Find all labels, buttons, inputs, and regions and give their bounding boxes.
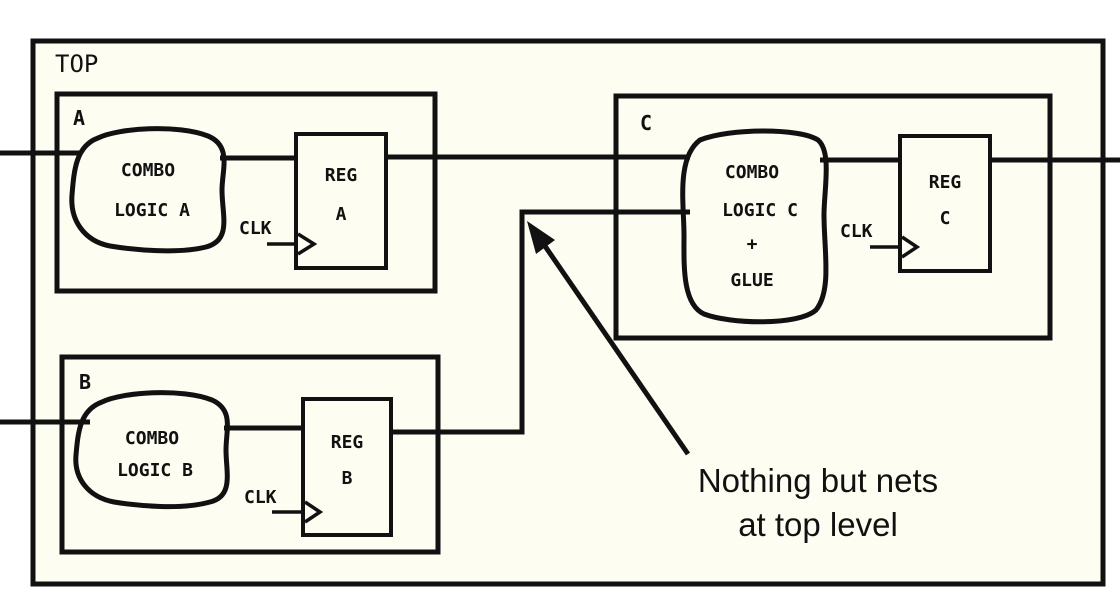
arrow-head <box>527 221 555 254</box>
combo-logic-c-line3: + <box>747 234 758 255</box>
net-reg-b-to-combo-c <box>391 209 690 435</box>
annotation-line1: Nothing but nets <box>698 462 938 499</box>
reg-a-line1: REG <box>325 165 358 186</box>
block-c: C COMBO LOGIC C + GLUE REG C CLK <box>613 93 1053 341</box>
annotation-arrow <box>527 221 691 456</box>
combo-logic-a-line1: COMBO <box>121 160 175 181</box>
reg-a-line2: A <box>336 204 347 225</box>
block-b-label: B <box>79 370 91 394</box>
block-b: B COMBO LOGIC B REG B CLK <box>59 354 441 555</box>
reg-c-line2: C <box>940 208 951 229</box>
clk-c-label: CLK <box>840 221 873 242</box>
combo-logic-a-line2: LOGIC A <box>114 200 190 221</box>
combo-logic-c-blob <box>680 128 829 325</box>
reg-a-clock-triangle <box>297 232 318 256</box>
nets <box>0 150 1120 435</box>
clk-b-label: CLK <box>244 487 277 508</box>
combo-logic-b-line2: LOGIC B <box>117 460 193 481</box>
combo-logic-a-blob <box>69 126 227 254</box>
combo-logic-c-line1: COMBO <box>725 162 779 183</box>
reg-a-box <box>294 132 388 270</box>
reg-b-clock-triangle <box>304 500 324 524</box>
block-c-label: C <box>640 111 652 135</box>
reg-b-line2: B <box>342 468 353 489</box>
reg-c-line1: REG <box>929 172 962 193</box>
clk-a-label: CLK <box>239 218 272 239</box>
combo-logic-c-line2: LOGIC C <box>722 200 798 221</box>
combo-logic-b-line1: COMBO <box>125 428 179 449</box>
annotation-line2: at top level <box>738 506 898 543</box>
arrow-shaft <box>533 231 691 456</box>
combo-logic-b-blob <box>73 390 230 510</box>
combo-logic-c-line4: GLUE <box>730 270 773 291</box>
block-a-label: A <box>73 106 85 130</box>
reg-b-line1: REG <box>331 432 364 453</box>
top-module-label: TOP <box>55 50 98 78</box>
reg-c-clock-triangle <box>901 235 921 259</box>
block-a: A COMBO LOGIC A REG A CLK <box>54 91 438 294</box>
